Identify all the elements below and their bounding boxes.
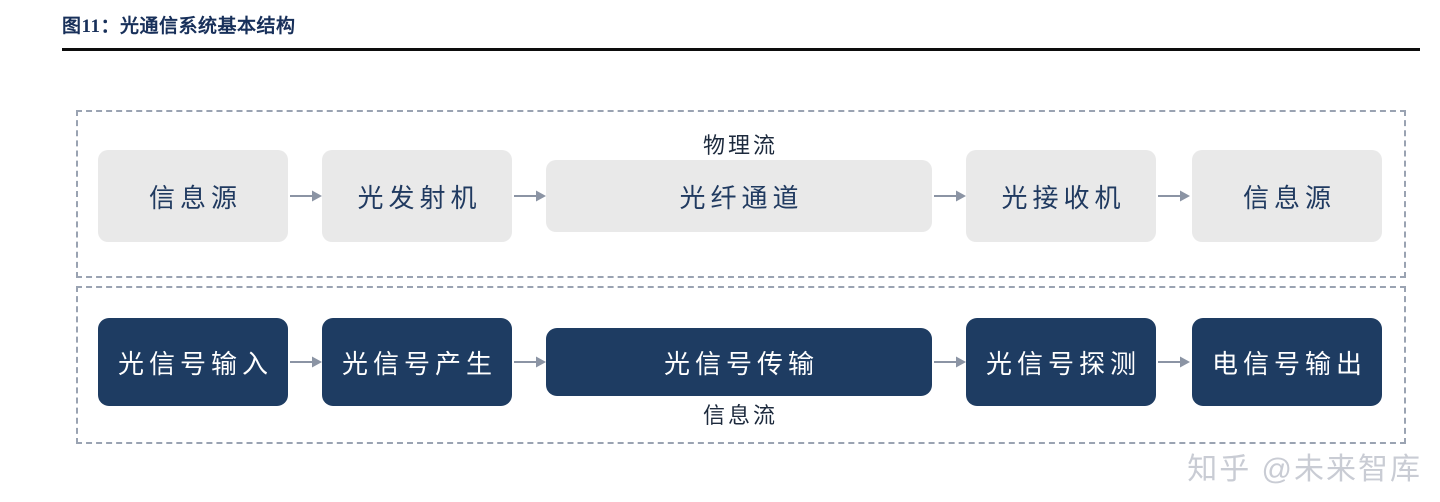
information-node-electrical-signal-output[interactable]: 电信号输出 (1192, 318, 1382, 406)
arrow-right-icon (934, 188, 966, 204)
physical-flow-group (76, 110, 1406, 278)
physical-node-information-source-in[interactable]: 信息源 (98, 150, 288, 242)
watermark: 知乎 @未来智库 (1187, 453, 1422, 486)
figure-title-block: 图11：光通信系统基本结构 (62, 14, 1420, 40)
arrow-right-icon (514, 188, 546, 204)
arrow-right-icon (1158, 188, 1190, 204)
title-divider (62, 48, 1420, 51)
information-flow-caption: 信息流 (702, 403, 778, 428)
physical-node-fiber-channel[interactable]: 光纤通道 (546, 160, 932, 232)
physical-flow-caption: 物理流 (702, 133, 778, 158)
arrow-right-icon (934, 354, 966, 370)
arrow-right-icon (290, 354, 322, 370)
arrow-right-icon (514, 354, 546, 370)
information-node-optical-signal-generation[interactable]: 光信号产生 (322, 318, 512, 406)
information-node-optical-signal-input[interactable]: 光信号输入 (98, 318, 288, 406)
information-flow-group (76, 286, 1406, 444)
information-node-optical-signal-transmission[interactable]: 光信号传输 (546, 328, 932, 396)
information-node-optical-signal-detection[interactable]: 光信号探测 (966, 318, 1156, 406)
physical-node-information-source-out[interactable]: 信息源 (1192, 150, 1382, 242)
page-title: 图11：光通信系统基本结构 (62, 16, 296, 37)
physical-node-optical-transmitter[interactable]: 光发射机 (322, 150, 512, 242)
arrow-right-icon (290, 188, 322, 204)
arrow-right-icon (1158, 354, 1190, 370)
physical-node-optical-receiver[interactable]: 光接收机 (966, 150, 1156, 242)
